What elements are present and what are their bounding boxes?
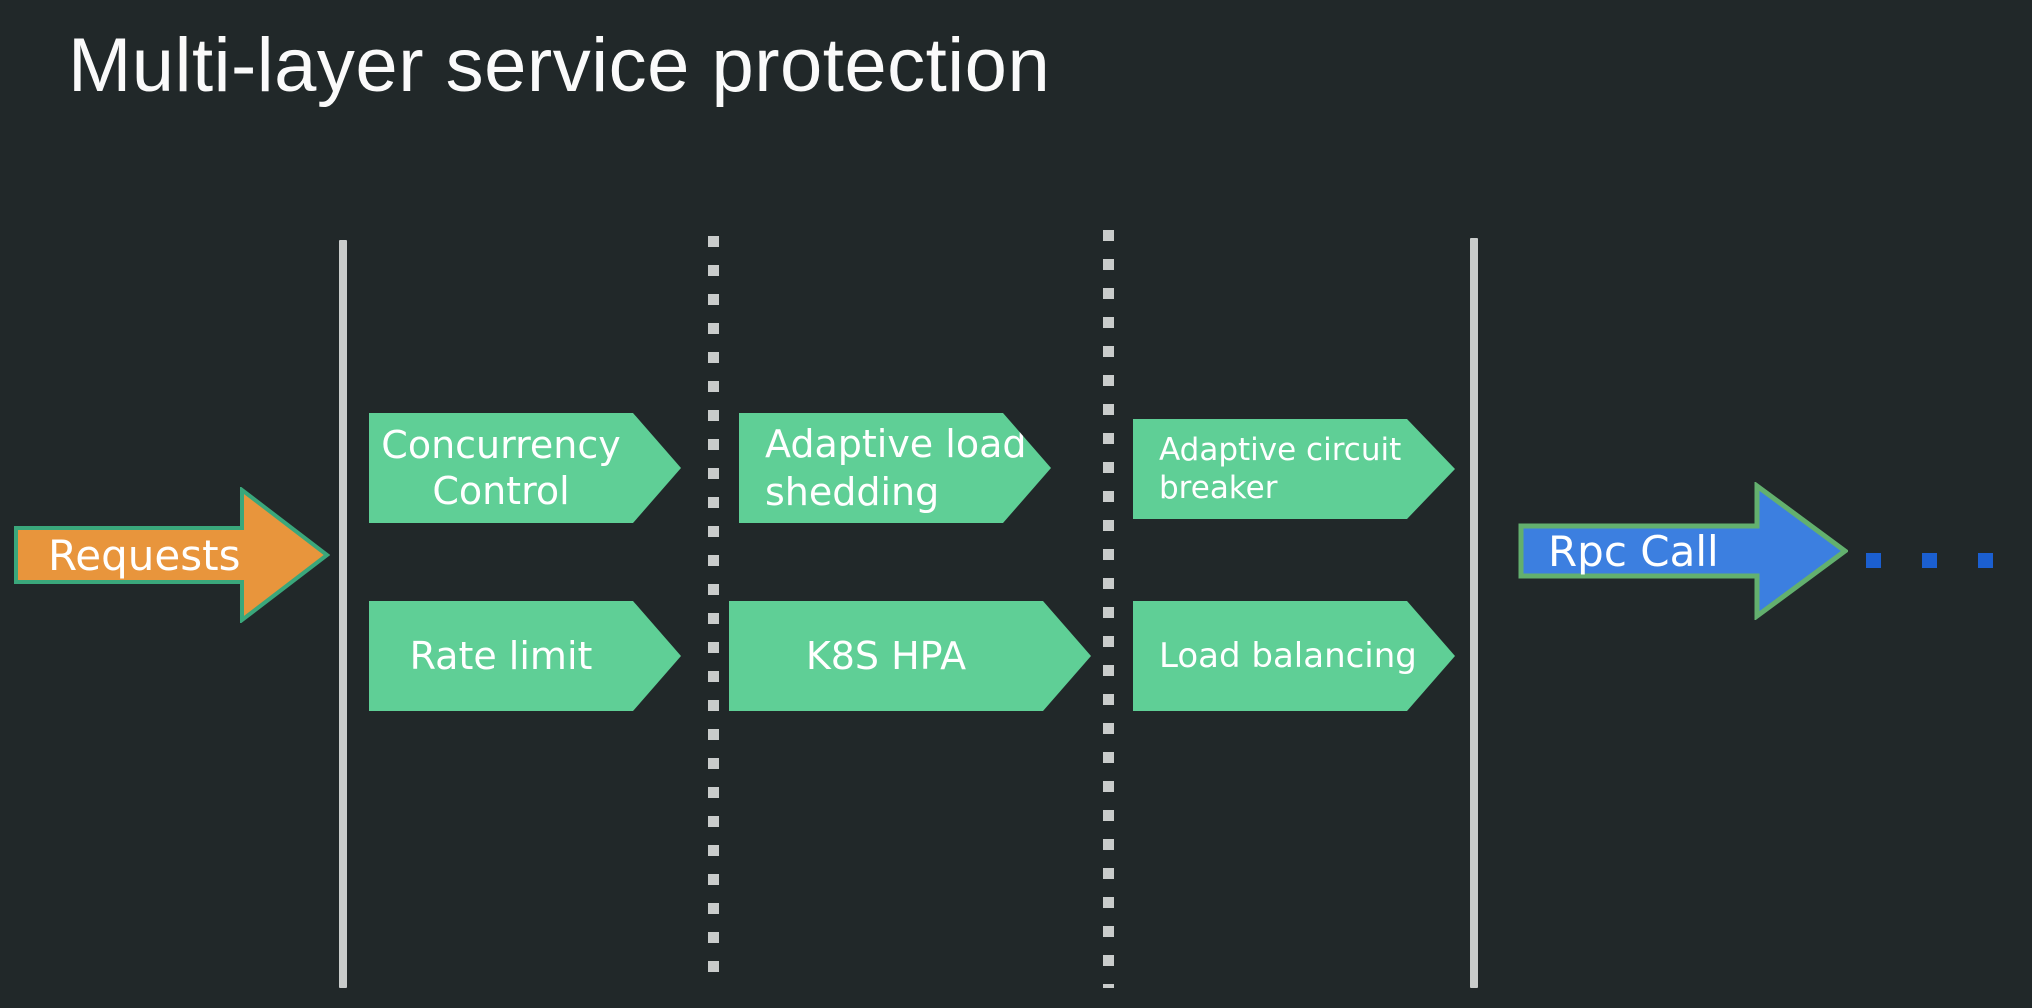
stage-rate-limit[interactable]: Rate limit [369,601,681,711]
layer-divider-1 [708,236,719,988]
boundary-right-divider [1470,238,1478,988]
layer-divider-2 [1103,230,1114,988]
stage-adaptive-load-shedding[interactable]: Adaptive load shedding [739,413,1051,523]
trailing-dot [1978,553,1993,568]
requests-arrow[interactable]: Requests [14,487,330,623]
stage-k8s-hpa-label: K8S HPA [805,634,967,678]
stage-adaptive-circuit-breaker[interactable]: Adaptive circuit breaker [1133,419,1455,519]
stage-load-balancing-label: Load balancing [1159,636,1417,676]
stage-adaptive-circuit-breaker-label: Adaptive circuit breaker [1159,432,1402,506]
rpc-call-label: Rpc Call [1548,526,1719,576]
requests-label: Requests [48,530,241,580]
stage-rate-limit-label: Rate limit [409,634,593,678]
boundary-left-divider [339,240,347,988]
rpc-call-arrow-shape [1518,482,1848,620]
trailing-dots [1866,553,2032,568]
page-title: Multi-layer service protection [68,23,1051,108]
stage-adaptive-load-shedding-label: Adaptive load shedding [765,422,1027,514]
rpc-call-arrow[interactable]: Rpc Call [1518,482,1848,620]
requests-arrow-shape [14,487,330,623]
stage-concurrency-control-label: Concurrency Control [381,423,621,513]
stage-k8s-hpa[interactable]: K8S HPA [729,601,1091,711]
stage-concurrency-control[interactable]: Concurrency Control [369,413,681,523]
stage-load-balancing[interactable]: Load balancing [1133,601,1455,711]
trailing-dot [1866,553,1881,568]
trailing-dot [1922,553,1937,568]
